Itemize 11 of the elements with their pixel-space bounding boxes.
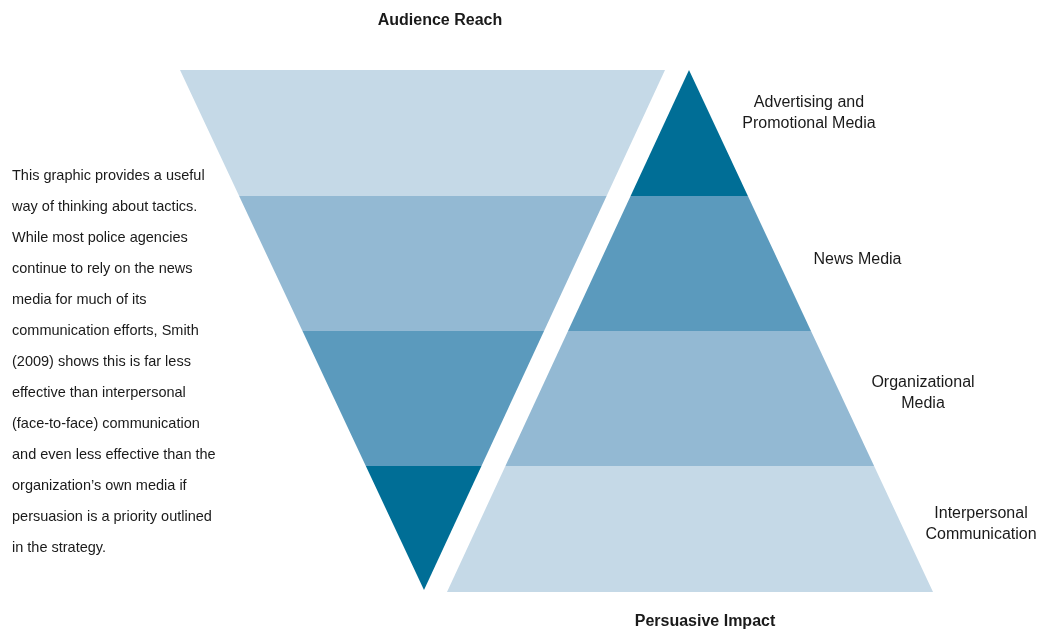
description-paragraph: This graphic provides a useful way of thinking about tactics. While most police agencies continue to rely on the news media for much of its communication efforts, Smith (2009) shows this is far less effective than interpersonal (face-to-face) communication and even less effective than the organization’s own media if persuasion is a priority outlined in the strategy. bbox=[12, 166, 217, 557]
axis-heading: Persuasive Impact bbox=[633, 611, 777, 631]
pyramid-band bbox=[365, 466, 482, 590]
band-label: Interpersonal Communication bbox=[924, 503, 1038, 544]
pyramid-band bbox=[568, 196, 811, 331]
axis-heading: Audience Reach bbox=[376, 10, 504, 30]
pyramid-band bbox=[239, 196, 607, 331]
pyramid-band bbox=[302, 331, 545, 466]
band-label: News Media bbox=[812, 249, 903, 269]
band-label: Advertising and Promotional Media bbox=[741, 92, 877, 133]
band-label: Organizational Media bbox=[870, 372, 976, 413]
